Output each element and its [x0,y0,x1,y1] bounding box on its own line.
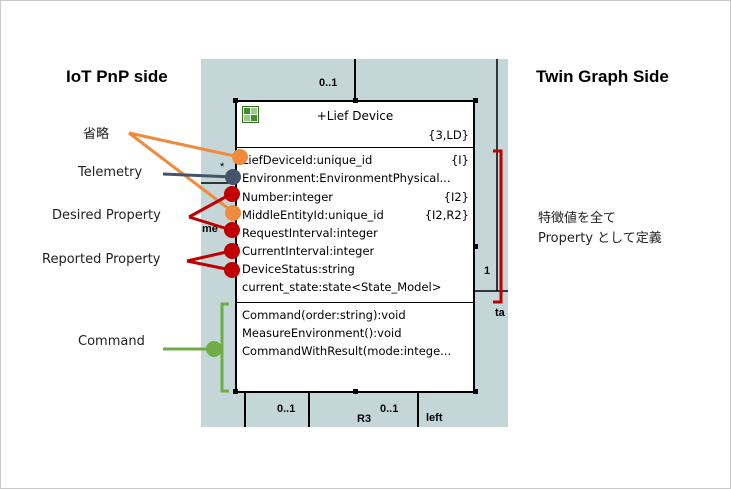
command-label: Command [78,334,145,349]
class-icon [242,106,259,123]
class-header-divider [237,147,473,148]
bottom-left-multiplicity: 0..1 [277,403,296,415]
iot-pnp-side-heading: IoT PnP side [66,67,168,86]
attribute-row: CurrentInterval:integer [242,244,375,258]
property-note-line2: Property として定義 [538,231,662,246]
right-partial-label: ta [495,307,505,319]
resize-handle[interactable] [233,98,238,103]
operation-row: Command(order:string):void [242,308,406,322]
attribute-row: Environment:EnvironmentPhysical... [242,171,451,185]
resize-handle[interactable] [473,389,478,394]
operation-row: CommandWithResult(mode:intege... [242,344,452,358]
reported-property-label: Reported Property [42,252,161,267]
top-multiplicity: 0..1 [319,77,338,89]
reported-dot [224,243,240,259]
right-multiplicity: 1 [484,265,491,277]
telemetry-label: Telemetry [78,165,143,180]
desired-dot [224,222,240,238]
property-note-line1: 特徴値を全て [538,211,617,226]
class-stereotype-tag: {3,LD} [428,128,469,142]
operation-row: MeasureEnvironment():void [242,326,402,340]
telemetry-callout-line [162,172,234,179]
twin-graph-side-heading: Twin Graph Side [536,67,669,86]
bottom-left-word: left [426,412,443,424]
reported-dot [224,262,240,278]
desired-property-label: Desired Property [52,208,161,223]
omitted-label: 省略 [83,127,110,142]
resize-handle[interactable] [233,389,238,394]
attribute-row: RequestInterval:integer [242,226,378,240]
omitted-callout-lines [128,131,240,214]
attribute-row: LiefDeviceId:unique_id [242,153,373,167]
resize-handle[interactable] [353,98,358,103]
command-callout-lines [163,302,229,393]
class-name: +Lief Device [316,109,394,123]
property-bracket [493,149,503,304]
reported-callout-lines [186,249,232,272]
omitted-dot [232,149,248,165]
desired-dot [224,186,240,202]
command-dot [206,341,222,357]
attribute-tag: {I2,R2} [424,208,469,222]
attribute-tag: {I2} [443,190,469,204]
attribute-row: MiddleEntityId:unique_id [242,208,384,222]
bottom-r3-label: R3 [357,413,372,425]
attribute-row: DeviceStatus:string [242,262,355,276]
attribute-row: Number:integer [242,190,334,204]
resize-handle[interactable] [473,244,478,249]
omitted-dot [225,205,241,221]
bottom-mid-multiplicity: 0..1 [380,403,399,415]
telemetry-dot [225,169,241,185]
resize-handle[interactable] [473,98,478,103]
resize-handle[interactable] [353,389,358,394]
class-attributes-divider [237,302,473,303]
attribute-row: current_state:state<State_Model> [242,280,442,294]
desired-callout-lines [188,192,232,232]
uml-class-lief-device[interactable]: +Lief Device {3,LD} LiefDeviceId:unique_… [235,100,475,393]
attribute-tag: {I} [450,153,469,167]
star-multiplicity: * [220,161,225,173]
